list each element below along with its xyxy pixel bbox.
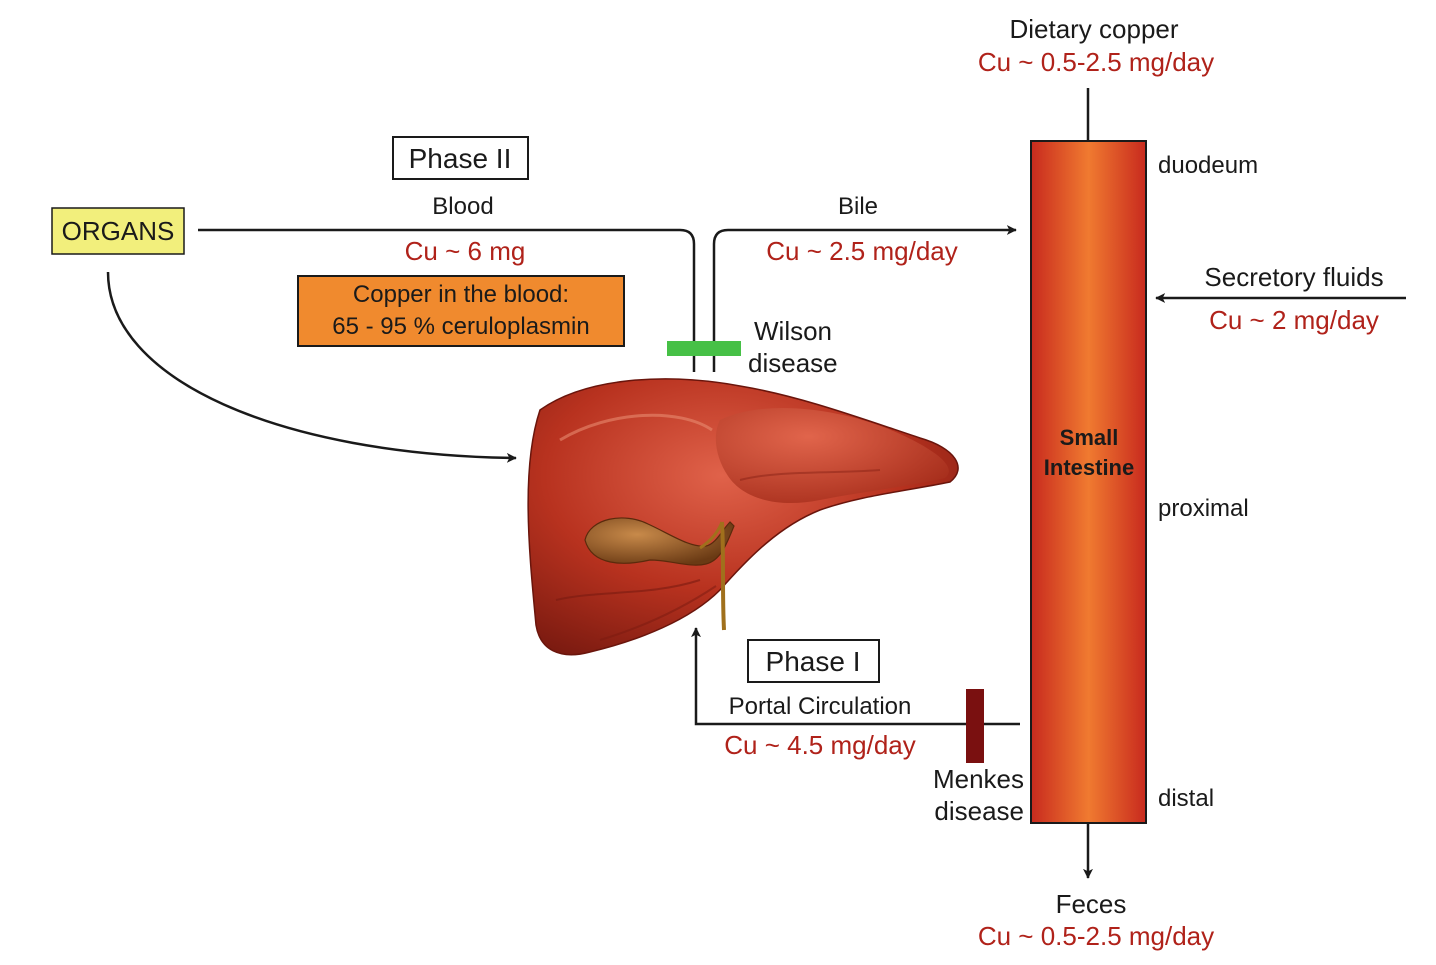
organs-box: ORGANS — [51, 207, 185, 255]
organs-to-liver-arrow — [106, 271, 517, 463]
feces-copper-value: Cu ~ 0.5-2.5 mg/day — [978, 921, 1214, 951]
bile-arrow — [712, 225, 1017, 372]
gallbladder-icon — [584, 517, 735, 631]
menkes-disease-marker — [966, 689, 984, 763]
organs-label: ORGANS — [62, 216, 175, 246]
bile-label: Bile — [838, 193, 878, 220]
phase1-box: Phase I — [747, 639, 880, 683]
segment-distal-label: distal — [1158, 785, 1214, 812]
phase1-label: Phase I — [766, 646, 861, 677]
intestine-label-line1: Small — [1060, 425, 1119, 450]
dietary-copper-value: Cu ~ 0.5-2.5 mg/day — [978, 47, 1214, 77]
wilson-disease-marker — [667, 341, 741, 356]
phase2-label: Phase II — [409, 143, 512, 174]
wilson-label-line2: disease — [748, 348, 838, 378]
segment-duodenum-label: duodeum — [1158, 152, 1258, 179]
portal-circulation-label: Portal Circulation — [729, 693, 912, 720]
blood-label: Blood — [432, 193, 493, 220]
blood-info-line1: Copper in the blood: — [353, 281, 569, 308]
menkes-label-line2: disease — [934, 796, 1024, 826]
intestine-label-line2: Intestine — [1044, 455, 1134, 480]
portal-circulation-arrow — [691, 627, 1020, 726]
menkes-label-line1: Menkes — [933, 764, 1024, 794]
wilson-label-line1: Wilson — [754, 316, 832, 346]
secretory-fluids-label: Secretory fluids — [1204, 262, 1383, 292]
secretory-copper-value: Cu ~ 2 mg/day — [1209, 305, 1379, 335]
dietary-copper-label: Dietary copper — [1009, 14, 1178, 44]
feces-label: Feces — [1056, 889, 1127, 919]
segment-proximal-label: proximal — [1158, 495, 1249, 522]
liver-icon — [527, 378, 959, 656]
blood-arrow — [198, 228, 696, 372]
bile-copper-value: Cu ~ 2.5 mg/day — [766, 236, 958, 266]
small-intestine-column: Small Intestine — [1030, 140, 1147, 824]
blood-info-line2: 65 - 95 % ceruloplasmin — [332, 313, 589, 340]
blood-copper-value: Cu ~ 6 mg — [405, 236, 526, 266]
phase2-box: Phase II — [392, 136, 529, 180]
portal-copper-value: Cu ~ 4.5 mg/day — [724, 730, 916, 760]
blood-copper-info-box: Copper in the blood: 65 - 95 % cerulopla… — [297, 275, 625, 347]
